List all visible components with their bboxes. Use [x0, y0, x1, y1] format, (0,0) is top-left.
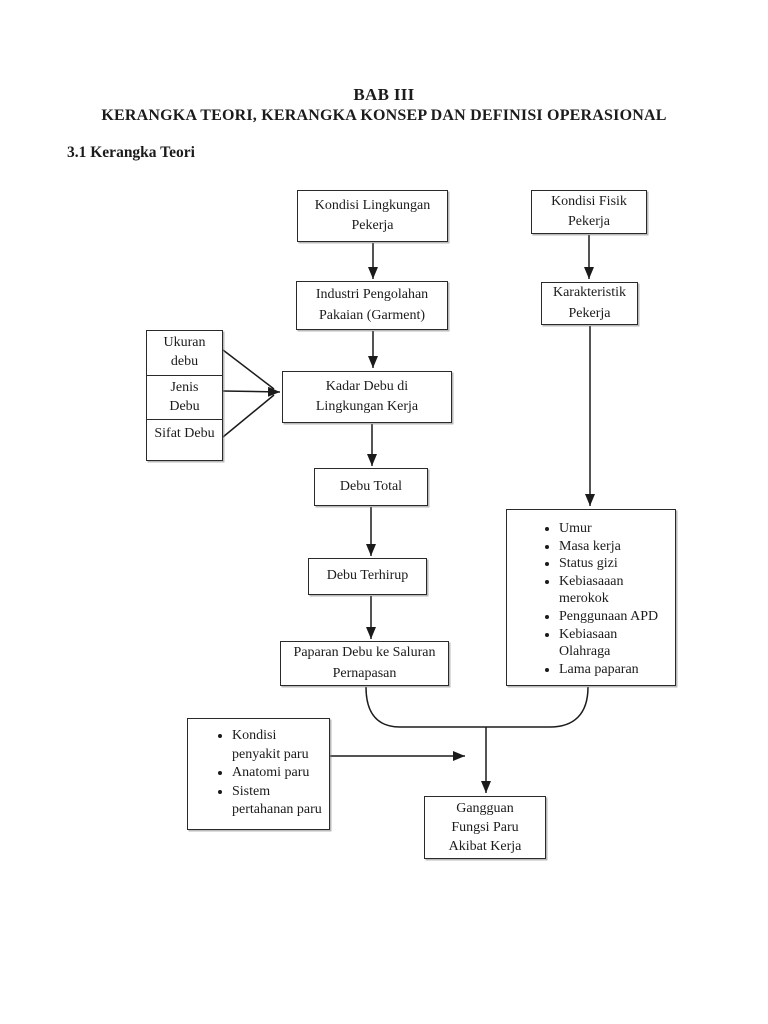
- cell-jenis-debu: Jenis Debu: [147, 375, 222, 419]
- line-sifat-to-kadar: [222, 394, 275, 438]
- arrow-jenis-to-kadar: [222, 386, 281, 397]
- box-debu-terhirup: Debu Terhirup: [308, 558, 427, 595]
- box-kondisi-lingkungan-pekerja: Kondisi Lingkungan Pekerja: [297, 190, 448, 242]
- list-item: Kebiasaaan merokok: [559, 573, 671, 608]
- box-industri-pengolahan: Industri Pengolahan Pakaian (Garment): [296, 281, 448, 330]
- box-kadar-debu: Kadar Debu di Lingkungan Kerja: [282, 371, 452, 423]
- section-heading: 3.1 Kerangka Teori: [67, 144, 195, 161]
- cell-ukuran-debu: Ukuran debu: [163, 335, 206, 369]
- list-item: Masa kerja: [559, 538, 671, 556]
- worker-factors-list: Umur Masa kerja Status gizi Kebiasaaan m…: [507, 510, 675, 678]
- list-item: Sistem pertahanan paru: [232, 783, 327, 820]
- box-gangguan-fungsi-paru: Gangguan Fungsi Paru Akibat Kerja: [424, 796, 546, 859]
- list-item: Status gizi: [559, 555, 671, 573]
- box-kondisi-fisik-pekerja: Kondisi Fisik Pekerja: [531, 190, 647, 234]
- line-ukuran-to-kadar: [222, 349, 275, 390]
- list-item: Anatomi paru: [232, 764, 327, 783]
- cell-sifat-debu: Sifat Debu: [147, 419, 222, 460]
- box-dust-properties: Ukuran debu Jenis Debu Sifat Debu: [146, 330, 223, 461]
- box-karakteristik-pekerja: Karakteristik Pekerja: [541, 282, 638, 325]
- box-debu-total: Debu Total: [314, 468, 428, 506]
- list-item: Umur: [559, 520, 671, 538]
- box-worker-factors: Umur Masa kerja Status gizi Kebiasaaan m…: [506, 509, 676, 686]
- list-item: Kondisi penyakit paru: [232, 727, 327, 764]
- list-item: Kebiasaan Olahraga: [559, 626, 671, 661]
- box-paparan-debu: Paparan Debu ke Saluran Pernapasan: [280, 641, 449, 686]
- box-lung-factors: Kondisi penyakit paru Anatomi paru Siste…: [187, 718, 330, 830]
- list-item: Lama paparan: [559, 661, 671, 679]
- curve-join-paparan-factors: [365, 686, 589, 728]
- list-item: Penggunaan APD: [559, 608, 671, 626]
- chapter-subtitle: KERANGKA TEORI, KERANGKA KONSEP DAN DEFI…: [101, 107, 667, 124]
- lung-factors-list: Kondisi penyakit paru Anatomi paru Siste…: [188, 719, 329, 820]
- chapter-title: BAB III: [353, 85, 415, 104]
